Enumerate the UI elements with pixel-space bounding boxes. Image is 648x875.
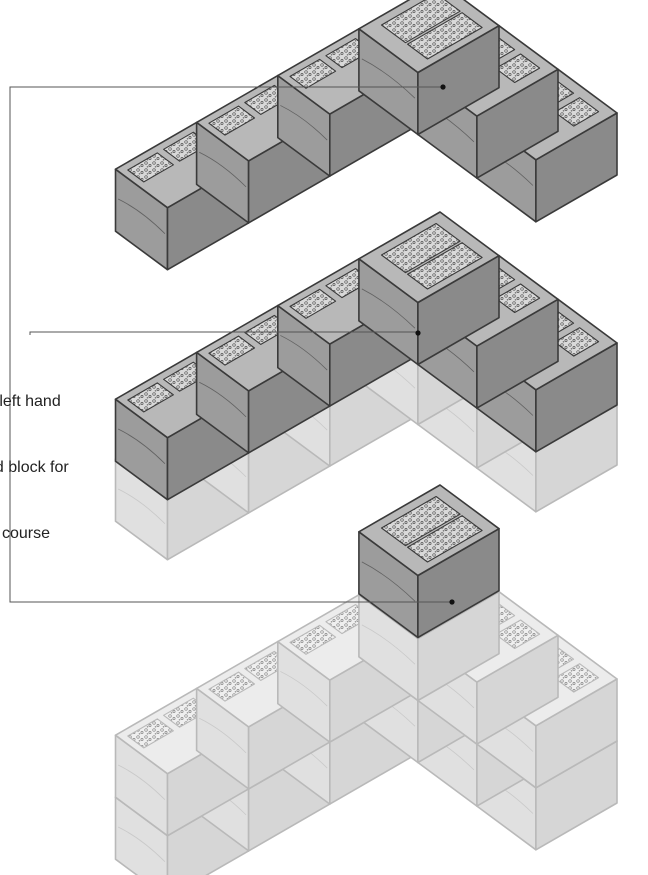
leader-dot bbox=[440, 84, 445, 89]
caption-text: a left hand nd block for w course bbox=[0, 347, 136, 567]
leader-dot bbox=[449, 599, 454, 604]
caption-line-1: a left hand bbox=[0, 391, 136, 413]
caption-line-2: nd block for bbox=[0, 457, 136, 479]
top-wall-dark-course bbox=[116, 0, 618, 270]
leader-dot bbox=[415, 330, 420, 335]
caption-line-3: w course bbox=[0, 523, 136, 545]
